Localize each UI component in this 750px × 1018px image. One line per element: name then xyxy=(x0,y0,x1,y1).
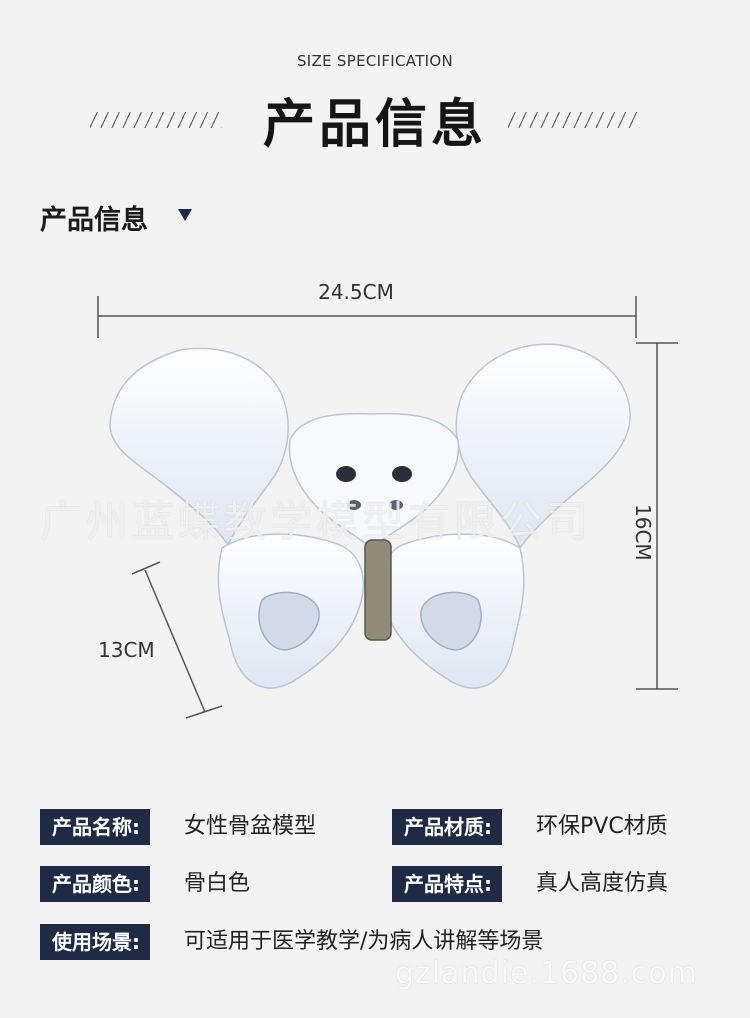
depth-dimension-label: 13CM xyxy=(98,638,155,662)
width-dimension-line xyxy=(97,296,637,338)
spec-label-color: 产品颜色: xyxy=(40,866,150,902)
site-watermark: gzlandie.1688.com xyxy=(395,956,698,991)
decorative-slashes-right xyxy=(508,112,640,128)
company-watermark: 广州蓝蝶教学模型有限公司 xyxy=(40,497,593,546)
spec-label-features: 产品特点: xyxy=(392,866,502,902)
page-title: 产品信息 xyxy=(262,95,487,155)
height-dimension-line xyxy=(636,342,678,690)
spec-label-material: 产品材质: xyxy=(392,809,502,845)
spec-label-usage: 使用场景: xyxy=(40,924,150,960)
spec-value-product-name: 女性骨盆模型 xyxy=(184,814,317,839)
width-dimension-label: 24.5CM xyxy=(318,280,394,304)
spec-value-usage: 可适用于医学教学/为病人讲解等场景 xyxy=(184,929,544,954)
spec-value-features: 真人高度仿真 xyxy=(536,871,669,896)
spec-value-material: 环保PVC材质 xyxy=(536,814,668,839)
depth-dimension-line xyxy=(131,561,223,719)
pelvis-model-image xyxy=(109,343,631,689)
size-specification-subtitle: SIZE SPECIFICATION xyxy=(296,52,454,70)
spec-label-product-name: 产品名称: xyxy=(40,809,150,845)
decorative-slashes-left xyxy=(90,112,222,128)
section-title: 产品信息 xyxy=(40,205,148,236)
triangle-down-icon xyxy=(178,209,192,221)
height-dimension-label: 16CM xyxy=(631,504,655,561)
spec-value-color: 骨白色 xyxy=(184,871,251,896)
